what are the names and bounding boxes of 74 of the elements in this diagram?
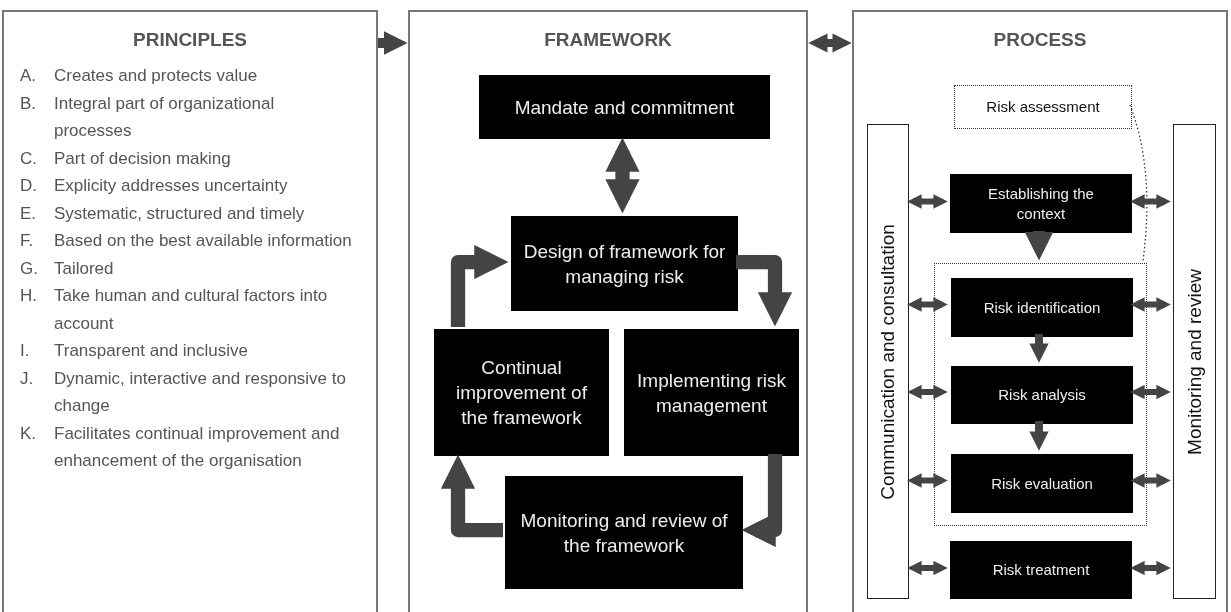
side-bar (1173, 124, 1216, 599)
principle-text: Tailored (54, 257, 115, 280)
box-label: Risk assessment (986, 96, 1100, 117)
box-label: Monitoring and review of the framework (519, 508, 729, 558)
arrow (1130, 297, 1171, 312)
leader-line (1129, 104, 1148, 262)
list-letter: C. (20, 147, 38, 170)
box-label: Mandate and commitment (514, 95, 735, 120)
side-bar (867, 124, 909, 599)
panel-heading: PROCESS (993, 28, 1087, 52)
group-box (934, 263, 1147, 526)
section-panel (852, 10, 1228, 612)
arrow (1024, 231, 1054, 261)
process-box (511, 216, 738, 311)
process-box (950, 541, 1132, 599)
process-box (951, 366, 1133, 424)
side-bar-label: Monitoring and review (1182, 268, 1206, 455)
side-bar-label: Communication and consultation (875, 223, 899, 500)
arrow (736, 254, 793, 327)
process-box (479, 75, 770, 139)
list-letter: K. (20, 422, 38, 445)
arrow (808, 33, 852, 53)
panel-heading: FRAMEWORK (544, 28, 672, 52)
list-letter: J. (20, 367, 35, 390)
list-letter: H. (20, 285, 38, 307)
list-letter: F. (20, 230, 35, 252)
box-label: Risk analysis (998, 385, 1086, 405)
principle-text: Creates and protects value (54, 65, 259, 87)
principle-text: Dynamic, interactive and responsive to change (54, 367, 347, 417)
list-letter: I. (20, 340, 31, 362)
principle-text: Integral part of organizational processes (54, 92, 276, 142)
arrow (1130, 560, 1171, 576)
process-box (950, 174, 1132, 233)
principle-text: Transparent and inclusive (54, 340, 250, 362)
box-label: Risk evaluation (991, 473, 1093, 494)
box-label: Design of framework for managing risk (523, 239, 726, 289)
panel-heading: PRINCIPLES (133, 28, 247, 52)
list-letter: A. (20, 65, 38, 87)
arrow (605, 137, 640, 214)
box-label: Risk treatment (992, 560, 1090, 580)
list-letter: G. (20, 257, 39, 280)
arrow (907, 194, 948, 209)
arrow (1130, 384, 1171, 400)
principle-text: Explicity addresses uncertainty (54, 175, 289, 197)
list-letter: B. (20, 92, 38, 115)
arrow (907, 297, 948, 312)
principle-text: Systematic, structured and timely (54, 202, 306, 225)
process-box (434, 329, 609, 456)
box-label: Establishing the context (987, 183, 1095, 224)
process-box (505, 476, 743, 589)
arrow (1029, 334, 1049, 363)
principle-text: Facilitates continual improvement and enhancement of the organisation (54, 422, 341, 472)
list-letter: E. (20, 202, 38, 225)
section-panel (2, 10, 378, 612)
list-letter: D. (20, 175, 38, 197)
arrow (907, 473, 948, 488)
arrow (1130, 473, 1171, 488)
principle-text: Based on the best available information (54, 230, 353, 252)
process-box (951, 278, 1133, 337)
process-box (624, 329, 799, 456)
arrow (450, 244, 509, 327)
arrow (907, 560, 948, 576)
box-label: Implementing risk management (636, 368, 787, 418)
arrow (378, 31, 408, 55)
arrow (907, 384, 948, 400)
section-panel (408, 10, 808, 612)
group-label-box (954, 85, 1132, 129)
principle-text: Part of decision making (54, 147, 232, 170)
principle-text: Take human and cultural factors into account (54, 285, 329, 335)
process-box (951, 454, 1133, 513)
box-label: Risk identification (983, 297, 1101, 318)
box-label: Continual improvement of the framework (455, 356, 588, 430)
arrow (1130, 194, 1171, 209)
arrow (1029, 421, 1049, 451)
